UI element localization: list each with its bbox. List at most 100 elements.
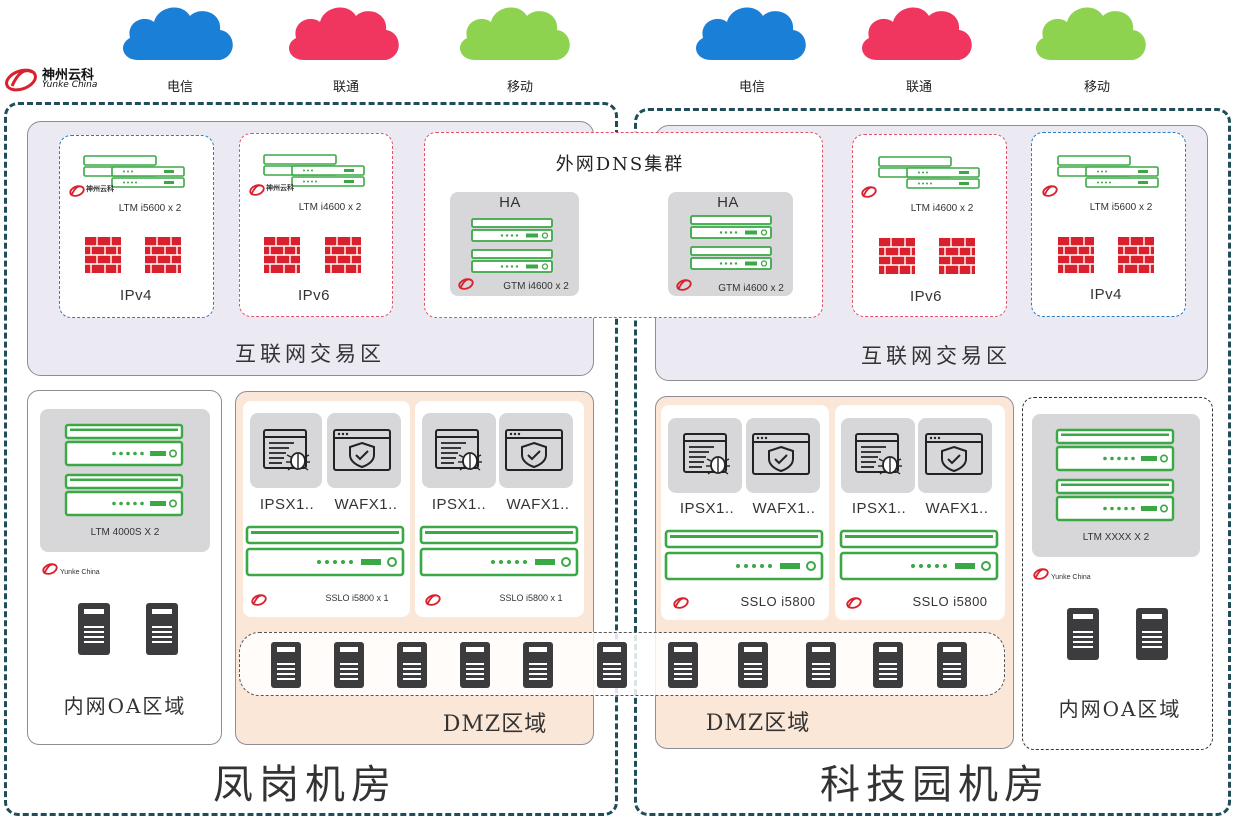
ips-tile	[668, 418, 742, 493]
gtm-device-label: GTM i4600 x 2	[503, 281, 569, 292]
brand-mini-icon	[40, 561, 60, 577]
dns-cluster-title: 外网DNS集群	[555, 154, 685, 175]
brand-mini-label: Yunke China	[1051, 574, 1091, 581]
ips-tile	[250, 413, 322, 488]
ha-label: HA	[499, 194, 521, 211]
ipv6-label: IPv6	[297, 287, 330, 304]
server-icon	[77, 602, 111, 656]
ips-icon	[683, 433, 731, 475]
waf-label: WAFX1..	[752, 500, 816, 517]
left-datacenter-frame	[4, 102, 618, 816]
ltm-device-label: LTM i5600 x 2	[118, 203, 182, 214]
right-oa-zone-title: 内网OA区域	[1058, 697, 1182, 721]
gtm-appliance-icon	[471, 218, 553, 273]
firewall-icon	[263, 236, 301, 274]
ipv4-label: IPv4	[1089, 286, 1122, 303]
right-internet-zone-title: 互联网交易区	[861, 344, 1011, 368]
sslo-appliance-icon	[664, 529, 824, 581]
firewall-icon	[878, 237, 916, 275]
brand-name-en: Yunke China	[42, 80, 98, 90]
brand-mini-label: Yunke China	[60, 569, 100, 576]
brand-mini-icon	[456, 276, 476, 292]
brand-mini-icon	[674, 277, 694, 293]
ipv4-label: IPv4	[119, 287, 152, 304]
ips-icon	[435, 429, 483, 471]
waf-label: WAFX1..	[925, 500, 989, 517]
sslo-appliance-icon	[839, 529, 999, 581]
left-dmz-title: DMZ区域	[442, 712, 548, 737]
ips-label: IPSX1..	[679, 500, 735, 517]
cloud-label-telecom: 电信	[166, 80, 193, 95]
waf-shield-icon	[333, 429, 391, 471]
ips-icon	[855, 433, 903, 475]
sslo-appliance-icon	[419, 525, 579, 577]
waf-label: WAFX1..	[334, 496, 398, 513]
left-oa-zone-title: 内网OA区域	[63, 694, 187, 718]
waf-tile	[499, 413, 573, 488]
brand-mini-icon	[249, 592, 269, 608]
sslo-appliance-icon	[245, 525, 405, 577]
ipv6-label: IPv6	[909, 288, 942, 305]
ips-tile	[841, 418, 915, 493]
cloud-label-mobile: 移动	[1083, 80, 1110, 95]
brand-mini-label: 神州云科	[266, 185, 294, 192]
ips-icon	[263, 429, 311, 471]
ltm-appliance-icon	[263, 154, 365, 187]
server-icon	[1135, 607, 1169, 661]
brand-mini-icon	[1031, 566, 1051, 582]
cloud-label-telecom: 电信	[738, 80, 765, 95]
ltm-appliance-icon	[64, 473, 184, 517]
brand-logo: 神州云科 Yunke China	[4, 62, 114, 96]
waf-shield-icon	[505, 429, 563, 471]
brand-mini-icon	[423, 592, 443, 608]
right-ipv4-group	[1031, 132, 1186, 317]
cloud-label-unicom: 联通	[905, 80, 932, 95]
ltm-device-label: LTM i4600 x 2	[910, 203, 974, 214]
waf-tile	[327, 413, 401, 488]
sslo-device-label: SSLO i5800	[740, 594, 816, 609]
firewall-icon	[938, 237, 976, 275]
ha-label: HA	[717, 194, 739, 211]
right-datacenter-title: 科技园机房	[820, 762, 1050, 808]
brand-logo-icon	[5, 68, 37, 92]
waf-shield-icon	[752, 433, 810, 475]
ips-label: IPSX1..	[431, 496, 487, 513]
firewall-icon	[144, 236, 182, 274]
ltm-device-label: LTM i5600 x 2	[1089, 202, 1153, 213]
ltm-appliance-icon	[1055, 428, 1175, 472]
right-dmz-title: DMZ区域	[705, 711, 811, 736]
firewall-icon	[84, 236, 122, 274]
waf-tile	[746, 418, 820, 493]
shared-server-pool	[239, 632, 1005, 696]
gtm-device-label: GTM i4600 x 2	[718, 283, 784, 294]
sslo-device-label: SSLO i5800 x 1	[325, 593, 389, 603]
firewall-icon	[324, 236, 362, 274]
left-datacenter-title: 凤岗机房	[213, 762, 397, 808]
cloud-label-unicom: 联通	[332, 80, 359, 95]
brand-mini-label: 神州云科	[86, 186, 114, 193]
ltm-appliance-icon	[64, 423, 184, 467]
ips-label: IPSX1..	[259, 496, 315, 513]
brand-mini-icon	[67, 183, 87, 199]
ltm-appliance-icon	[83, 155, 185, 188]
dns-ha-box-left	[450, 192, 579, 296]
cloud-label-mobile: 移动	[506, 80, 533, 95]
brand-mini-icon	[247, 182, 267, 198]
brand-mini-icon	[859, 184, 879, 200]
waf-label: WAFX1..	[506, 496, 570, 513]
oa-device-label: LTM XXXX X 2	[1082, 532, 1150, 543]
waf-tile	[918, 418, 992, 493]
brand-mini-icon	[1040, 183, 1060, 199]
ips-tile	[422, 413, 496, 488]
left-internet-zone-title: 互联网交易区	[235, 342, 385, 366]
ltm-appliance-icon	[1057, 155, 1159, 188]
ips-label: IPSX1..	[851, 500, 907, 517]
server-icon	[1066, 607, 1100, 661]
right-datacenter-frame	[634, 108, 1231, 816]
waf-shield-icon	[925, 433, 983, 475]
firewall-icon	[1057, 236, 1095, 274]
gtm-appliance-icon	[690, 215, 772, 270]
brand-name-cn: 神州云科	[42, 68, 95, 83]
brand-mini-icon	[844, 595, 864, 611]
firewall-icon	[1117, 236, 1155, 274]
